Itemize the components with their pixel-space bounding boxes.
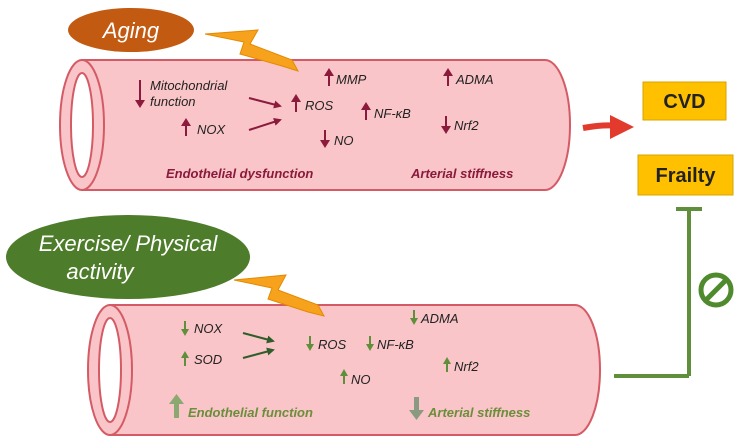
nfkb-label-bottom: NF-κB xyxy=(377,337,414,352)
up-arrow-icon xyxy=(181,118,191,136)
red-arrow-icon xyxy=(582,115,634,139)
ros-label-bottom: ROS xyxy=(318,337,347,352)
mito-line2: function xyxy=(150,94,196,109)
no-label-bottom: NO xyxy=(351,372,371,387)
exercise-markers: NOX SOD ROS NF-κB ADMA xyxy=(169,310,530,420)
cvd-label: CVD xyxy=(663,91,705,113)
up-arrow-icon xyxy=(291,94,301,112)
no-label: NO xyxy=(334,133,354,148)
mito-line1: Mitochondrial xyxy=(150,78,228,93)
nrf2-label: Nrf2 xyxy=(454,118,479,133)
up-arrow-icon xyxy=(169,394,184,418)
up-arrow-icon xyxy=(340,369,348,384)
arrow-mito-ros xyxy=(248,97,282,109)
inhibition-line xyxy=(614,207,702,378)
down-arrow-icon xyxy=(320,130,330,148)
mmp-label: MMP xyxy=(336,72,367,87)
adma-label: ADMA xyxy=(455,72,494,87)
sod-label: SOD xyxy=(194,352,222,367)
exercise-vessel xyxy=(87,304,601,436)
lightning-icon xyxy=(233,274,325,317)
up-arrow-icon xyxy=(181,351,189,366)
arrow-nox-ros xyxy=(248,118,282,131)
up-arrow-icon xyxy=(443,68,453,86)
lightning-icon xyxy=(204,29,300,72)
aging-label: Aging xyxy=(101,18,160,43)
frailty-box: Frailty xyxy=(637,154,734,196)
down-arrow-icon xyxy=(410,310,418,325)
down-arrow-icon xyxy=(441,116,451,134)
endothelial-dysfunction-label: Endothelial dysfunction xyxy=(166,166,313,181)
up-arrow-icon xyxy=(361,102,371,120)
exercise-line2: activity xyxy=(66,259,135,284)
nfkb-label: NF-κB xyxy=(374,106,411,121)
nox-label: NOX xyxy=(197,122,227,137)
arterial-stiffness-label-bottom: Arterial stiffness xyxy=(427,405,530,420)
exercise-line1: Exercise/ Physical xyxy=(39,231,219,256)
arrow-nox-ros-bottom xyxy=(242,332,275,344)
arrow-sod-ros-bottom xyxy=(242,347,275,359)
adma-label-bottom: ADMA xyxy=(420,311,459,326)
down-arrow-icon xyxy=(306,336,314,351)
cvd-box: CVD xyxy=(642,81,727,121)
nrf2-label-bottom: Nrf2 xyxy=(454,359,479,374)
aging-oval: Aging xyxy=(68,8,194,52)
endothelial-function-label: Endothelial function xyxy=(188,405,313,420)
down-arrow-icon xyxy=(135,80,145,108)
nox-label-bottom: NOX xyxy=(194,321,224,336)
down-arrow-icon xyxy=(366,336,374,351)
aging-markers: Mitochondrial function NOX ROS MMP NO xyxy=(135,68,513,181)
down-arrow-icon xyxy=(409,397,424,420)
up-arrow-icon xyxy=(443,357,451,372)
up-arrow-icon xyxy=(324,68,334,86)
aging-vessel xyxy=(59,59,571,191)
prohibition-icon xyxy=(698,272,734,308)
frailty-label: Frailty xyxy=(655,165,716,187)
arterial-stiffness-label-top: Arterial stiffness xyxy=(410,166,513,181)
down-arrow-icon xyxy=(181,321,189,336)
ros-label: ROS xyxy=(305,98,334,113)
exercise-oval: Exercise/ Physical activity xyxy=(6,215,250,299)
